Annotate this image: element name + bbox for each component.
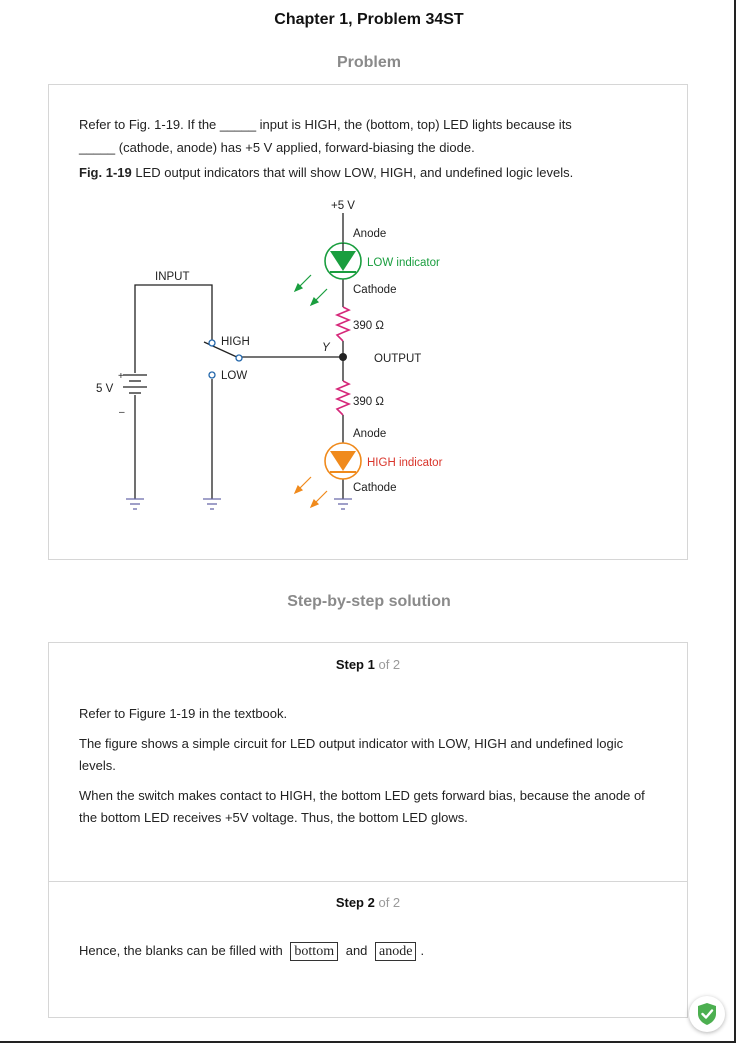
battery-minus-label: – — [119, 407, 125, 418]
high-led-light-arrows — [293, 476, 328, 509]
input-label: INPUT — [155, 271, 190, 283]
led-circuit-figure: +5 V Anode LOW indicator Cathode 390 Ω I… — [96, 200, 443, 510]
bottom-cathode-label: Cathode — [353, 482, 396, 494]
step-1-paragraph-3: When the switch makes contact to HIGH, t… — [79, 788, 645, 825]
problem-text: Refer to Fig. 1-19. If the _____ input i… — [79, 113, 659, 159]
step-2-and: and — [345, 943, 368, 958]
low-indicator-led — [324, 242, 362, 280]
top-resistor — [334, 306, 352, 342]
top-cathode-label: Cathode — [353, 284, 396, 296]
battery-plus-label: + — [118, 371, 124, 382]
solution-section-title: Step-by-step solution — [287, 593, 451, 610]
figure-caption-text: LED output indicators that will show LOW… — [131, 165, 574, 180]
problem-text-line-2: _____ (cathode, anode) has +5 V applied,… — [79, 140, 475, 155]
battery-symbol — [123, 374, 147, 394]
switch-pivot — [235, 354, 243, 362]
switch-low-label: LOW — [221, 370, 247, 382]
switch-low-contact — [208, 371, 216, 379]
output-label: OUTPUT — [374, 353, 421, 365]
high-indicator-label: HIGH indicator — [367, 457, 443, 469]
output-node — [339, 353, 347, 361]
step-2-label: Step 2 — [335, 895, 375, 910]
bottom-anode-label: Anode — [353, 428, 386, 440]
ground-symbols — [126, 498, 352, 510]
problem-section-title: Problem — [336, 54, 401, 71]
node-y-label: Y — [322, 342, 331, 354]
low-indicator-label: LOW indicator — [367, 257, 440, 269]
step-1-paragraph-2: The figure shows a simple circuit for LE… — [79, 736, 624, 773]
figure-label: Fig. 1-19 — [79, 165, 132, 180]
step-1-paragraph-1: Refer to Figure 1-19 in the textbook. — [79, 706, 288, 721]
security-badge[interactable] — [689, 996, 725, 1032]
bottom-resistor — [334, 380, 352, 416]
step-2-header: Step 2 of 2 — [49, 895, 687, 910]
switch-high-label: HIGH — [221, 336, 250, 348]
step-divider — [49, 881, 687, 882]
step-1-body: Refer to Figure 1-19 in the textbook. Th… — [79, 703, 659, 837]
top-anode-label: Anode — [353, 228, 386, 240]
battery-voltage-label: 5 V — [96, 383, 114, 395]
high-indicator-led — [324, 442, 362, 480]
top-resistor-label: 390 Ω — [353, 320, 384, 332]
step-2-count: of 2 — [378, 895, 401, 910]
solution-box: Step 1 of 2 Refer to Figure 1-19 in the … — [48, 642, 688, 1018]
page-title: Chapter 1, Problem 34ST — [274, 11, 464, 28]
switch-high-contact — [208, 339, 216, 347]
answer-box-1: bottom — [290, 942, 339, 961]
step-1-count: of 2 — [378, 657, 401, 672]
step-2-body: Hence, the blanks can be filled with bot… — [79, 940, 659, 962]
problem-box: Refer to Fig. 1-19. If the _____ input i… — [48, 84, 688, 560]
shield-check-icon — [698, 1003, 716, 1025]
bottom-resistor-label: 390 Ω — [353, 396, 384, 408]
figure-caption: Fig. 1-19 LED output indicators that wil… — [79, 165, 659, 180]
step-1-label: Step 1 — [335, 657, 375, 672]
answer-box-2: anode — [375, 942, 417, 961]
low-led-light-arrows — [293, 274, 328, 307]
supply-top-label: +5 V — [331, 200, 355, 212]
problem-text-line-1: Refer to Fig. 1-19. If the _____ input i… — [79, 117, 572, 132]
step-2-end: . — [420, 943, 425, 958]
step-1-header: Step 1 of 2 — [49, 657, 687, 672]
step-2-text: Hence, the blanks can be filled with — [79, 943, 283, 958]
